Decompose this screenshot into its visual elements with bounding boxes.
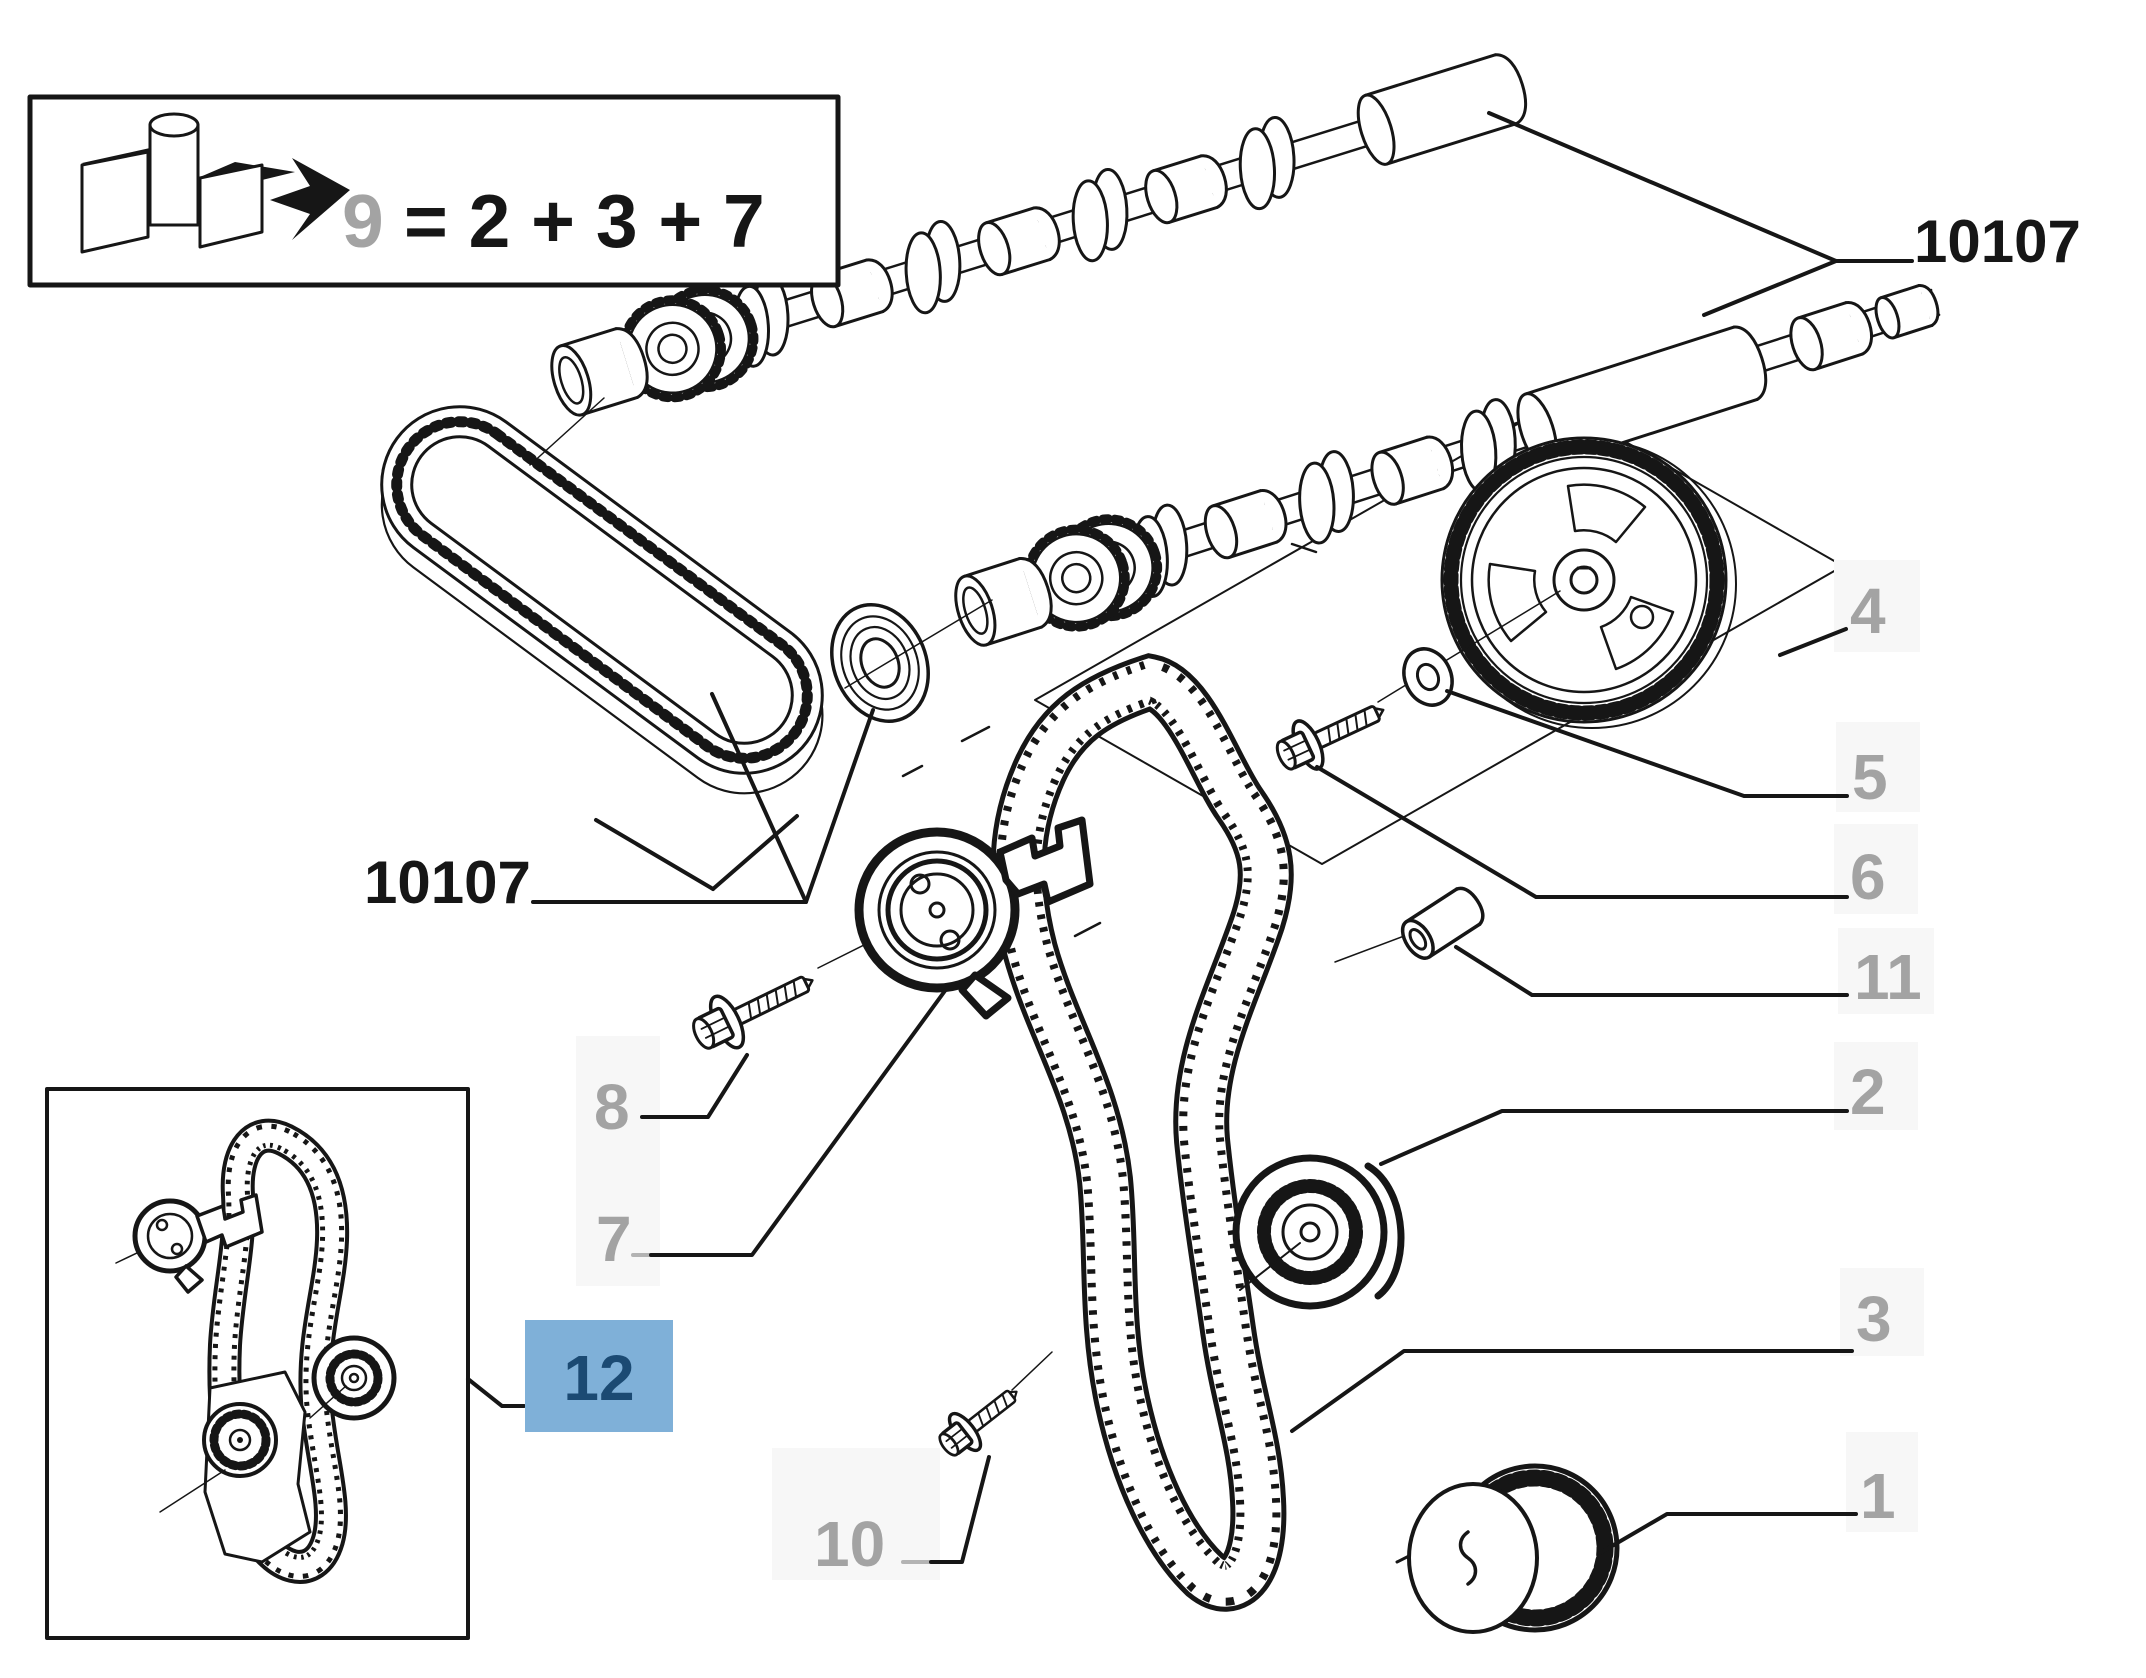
leader-lines [466,111,1914,1564]
washer [1402,647,1454,707]
legend-kit-ref[interactable]: 9 [342,179,384,263]
callout-3[interactable]: 3 [1856,1283,1892,1355]
camshaft-seal [830,603,930,723]
chain-axis-line [529,397,605,466]
callout-10107-left[interactable]: 10107 [364,849,531,916]
label-backgrounds [326,180,1934,1580]
callout-5[interactable]: 5 [1852,741,1888,813]
callout-labels: 10107 10107 4 5 6 11 2 3 1 8 7 10 [364,208,2081,1580]
camshaft-lower [946,280,1944,652]
callout-1[interactable]: 1 [1860,1460,1896,1532]
kit-tensioner [115,1193,264,1294]
callout-10[interactable]: 10 [814,1508,885,1580]
callout-10107-top[interactable]: 10107 [1914,208,2081,275]
idler-bolt-axis-line [1011,1351,1053,1391]
belt-tensioner [817,816,1094,1020]
kit-idler-pulley [309,1335,397,1421]
timing-belt [1019,682,1266,1584]
callout-11[interactable]: 11 [1854,941,1922,1013]
legend-box: 9 = 2 + 3 + 7 [27,94,841,288]
callout-2[interactable]: 2 [1850,1056,1886,1128]
kit-water-pump [159,1370,312,1564]
kit-highlight[interactable]: 12 [525,1320,673,1432]
callout-6[interactable]: 6 [1850,841,1886,913]
timing-chain [380,405,824,795]
kit-highlight-box[interactable] [525,1320,673,1432]
idler-bolt [938,1389,1018,1457]
spacer-sleeve [1400,886,1485,960]
camshaft-upper [542,48,1535,422]
callout-4[interactable]: 4 [1850,575,1886,647]
idler-pulley [1232,1154,1405,1310]
callout-8[interactable]: 8 [594,1071,630,1143]
legend-formula: = 2 + 3 + 7 [404,179,765,263]
cam-gear-bolt [1275,705,1385,771]
seal-axis-line [844,599,993,689]
cam-phaser-gear [1440,436,1737,729]
callout-7[interactable]: 7 [596,1203,632,1275]
fiat-parts-icon [80,112,350,254]
kit-box [45,1087,470,1640]
callout-12[interactable]: 12 [563,1342,634,1414]
crank-sprocket [1395,1463,1620,1634]
tensioner-bolt [692,975,814,1050]
